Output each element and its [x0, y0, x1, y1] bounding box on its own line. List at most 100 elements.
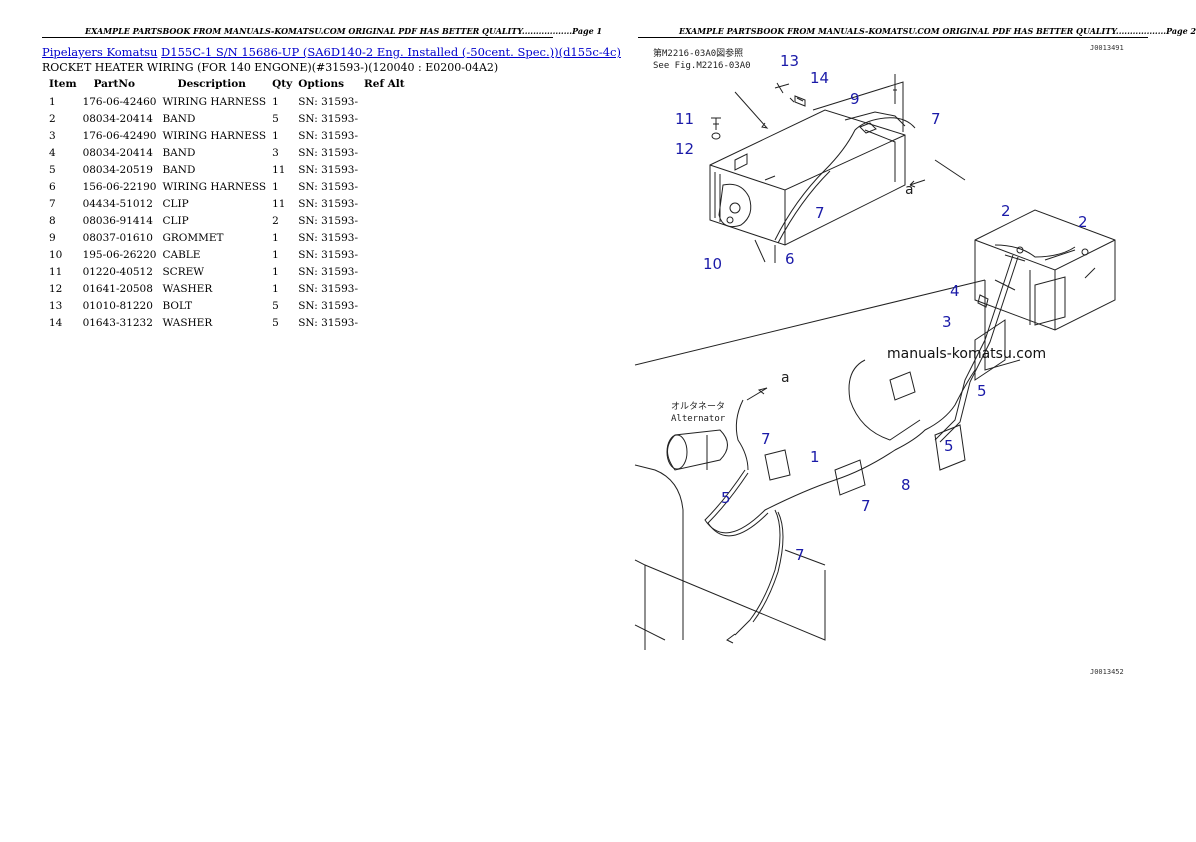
callout-1: 1	[810, 448, 820, 466]
cell-qty: 1	[272, 95, 279, 108]
cell-ref-alt	[361, 195, 408, 212]
cell-partno: 01010-81220	[82, 299, 153, 312]
watermark: manuals-komatsu.com	[887, 346, 1046, 362]
cell-item: 12	[49, 282, 63, 295]
cell-ref-alt	[361, 110, 408, 127]
cell-partno: 04434-51012	[82, 197, 153, 210]
cell-options: SN: 31593-	[298, 112, 359, 125]
header-rule	[42, 37, 553, 38]
callout-13: 13	[780, 52, 799, 70]
callout-2-right: 2	[1078, 213, 1088, 231]
breadcrumb-link-model[interactable]: D155C-1 S/N 15686-UP (SA6D140-2 Eng. Ins…	[161, 45, 621, 59]
cell-partno: 08034-20414	[82, 146, 153, 159]
callout-7-mid: 7	[861, 497, 871, 515]
cell-options: SN: 31593-	[298, 146, 359, 159]
cell-partno: 176-06-42490	[82, 129, 157, 142]
cell-qty: 1	[272, 231, 279, 244]
cell-partno: 08036-91414	[82, 214, 153, 227]
cell-item: 10	[49, 248, 63, 261]
cell-qty: 5	[272, 316, 279, 329]
cell-qty: 11	[272, 163, 286, 176]
callout-4: 4	[950, 282, 960, 300]
cell-ref-alt	[361, 314, 408, 331]
column-header-ref-alt: Ref Alt	[364, 78, 405, 90]
cell-partno: 195-06-26220	[82, 248, 157, 261]
cell-ref-alt	[361, 229, 408, 246]
cell-item: 5	[49, 163, 56, 176]
cell-qty: 2	[272, 214, 279, 227]
cell-qty: 1	[272, 265, 279, 278]
column-header-item: Item	[49, 78, 77, 90]
callout-7-bottom: 7	[795, 546, 805, 564]
wiring-harness-6-drawing	[774, 117, 916, 241]
column-header-partno: PartNo	[93, 78, 135, 90]
cell-options: SN: 31593-	[298, 129, 359, 142]
cell-partno: 156-06-22190	[82, 180, 157, 193]
cell-description: CLIP	[162, 197, 189, 210]
cell-description: BAND	[162, 112, 196, 125]
cell-description: SCREW	[162, 265, 205, 278]
alternator-jp-label: オルタネータ	[671, 401, 725, 412]
wiring-harness-1-drawing	[704, 369, 976, 534]
arrow-label-a-top: a	[905, 182, 913, 198]
column-header-description: Description	[177, 78, 246, 90]
cell-item: 8	[49, 214, 56, 227]
figure-code-bottom: J0013452	[1090, 668, 1124, 676]
cell-ref-alt	[361, 127, 408, 144]
figure-code-top: J0013491	[1090, 44, 1124, 52]
cell-ref-alt	[361, 212, 408, 229]
column-header-options: Options	[298, 78, 345, 90]
callout-7-alt: 7	[761, 430, 771, 448]
cell-description: WASHER	[162, 282, 213, 295]
cell-partno: 176-06-42460	[82, 95, 157, 108]
cell-description: BAND	[162, 163, 196, 176]
cell-ref-alt	[361, 144, 408, 161]
cell-description: BOLT	[162, 299, 193, 312]
cell-options: SN: 31593-	[298, 299, 359, 312]
cell-partno: 08034-20414	[82, 112, 153, 125]
cell-description: BAND	[162, 146, 196, 159]
breadcrumb-link-category[interactable]: Pipelayers Komatsu	[42, 45, 158, 59]
cell-partno: 01643-31232	[82, 316, 153, 329]
cell-description: WIRING HARNESS	[162, 95, 267, 108]
cell-qty: 1	[272, 129, 279, 142]
parts-table: Item PartNo Description Qty Options Ref …	[44, 76, 408, 331]
heater-box-drawing	[709, 81, 906, 263]
cell-options: SN: 31593-	[298, 214, 359, 227]
cell-partno: 01641-20508	[82, 282, 153, 295]
callout-14: 14	[810, 69, 829, 87]
cell-description: GROMMET	[162, 231, 224, 244]
cell-item: 3	[49, 129, 56, 142]
callout-9: 9	[850, 90, 860, 108]
diagram-page: EXAMPLE PARTSBOOK FROM MANUALS-KOMATSU.C…	[595, 0, 1196, 842]
cell-partno: 01220-40512	[82, 265, 153, 278]
parts-list-page: EXAMPLE PARTSBOOK FROM MANUALS-KOMATSU.C…	[0, 0, 621, 842]
cell-qty: 1	[272, 180, 279, 193]
cell-qty: 1	[272, 248, 279, 261]
cell-item: 2	[49, 112, 56, 125]
cell-options: SN: 31593-	[298, 248, 359, 261]
cell-ref-alt	[361, 280, 408, 297]
cell-description: WASHER	[162, 316, 213, 329]
alternator-drawing	[666, 429, 728, 471]
page-title: ROCKET HEATER WIRING (FOR 140 ENGONE)(#3…	[42, 61, 499, 74]
cell-options: SN: 31593-	[298, 197, 359, 210]
cell-ref-alt	[361, 246, 408, 263]
table-header-row: Item PartNo Description Qty Options Ref …	[44, 76, 408, 93]
callout-10: 10	[703, 255, 722, 273]
see-figure-label: See Fig.M2216-03A0	[653, 61, 751, 71]
callout-7-box: 7	[815, 204, 825, 222]
callout-8: 8	[901, 476, 911, 494]
cell-item: 9	[49, 231, 56, 244]
cell-options: SN: 31593-	[298, 95, 359, 108]
